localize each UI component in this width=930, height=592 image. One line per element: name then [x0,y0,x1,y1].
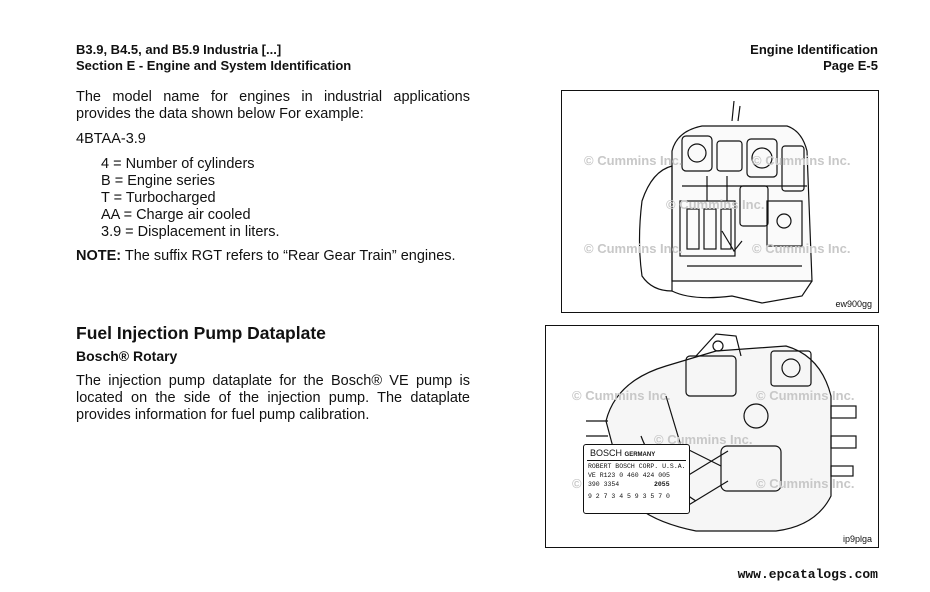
footer-url: www.epcatalogs.com [737,567,878,582]
watermark: © Cummins Inc. [666,197,765,212]
watermark: © Cummins Inc. [752,241,851,256]
note: NOTE: The suffix RGT refers to “Rear Gea… [76,248,470,265]
watermark: © Cummins Inc. [752,153,851,168]
note-text: The suffix RGT refers to “Rear Gear Trai… [121,248,456,264]
engine-figure: © Cummins Inc. © Cummins Inc. © Cummins … [561,90,879,313]
watermark: © Cummins Inc. [572,388,671,403]
list-item: AA = Charge air cooled [101,207,251,223]
injection-pump-figure: © Cummins Inc. © Cummins Inc. © Cummins … [545,325,879,548]
list-item: 4 = Number of cylinders [101,156,255,172]
section-heading: Fuel Injection Pump Dataplate [76,323,326,343]
watermark: © Cummins Inc. [654,432,753,447]
topic-title: Engine Identification [750,42,878,57]
plate-line: ROBERT BOSCH CORP. U.S.A. [588,463,686,470]
model-example: 4BTAA-3.9 [76,131,146,147]
figure-code: ip9plga [842,534,872,544]
plate-line: 2055 [654,481,670,488]
bosch-dataplate: BOSCH GERMANY ROBERT BOSCH CORP. U.S.A. … [583,444,690,514]
plate-brand-name: BOSCH [590,448,623,458]
plate-line: 9 2 7 3 4 5 9 3 5 7 0 [588,493,670,500]
list-item: T = Turbocharged [101,190,216,206]
list-item: B = Engine series [101,173,216,189]
note-label: NOTE: [76,248,122,264]
plate-line: VE R123 0 460 424 005 [588,472,670,479]
engine-illustration [638,100,813,304]
watermark: © Cummins Inc. [756,388,855,403]
list-item: 3.9 = Displacement in liters. [101,224,280,240]
plate-brand: BOSCH GERMANY [590,448,655,458]
page-number: Page E-5 [823,58,878,73]
plate-country: GERMANY [624,452,656,458]
header-left: B3.9, B4.5, and B5.9 Industria [...] Sec… [76,42,351,74]
watermark: © Cummins Inc. [584,153,683,168]
plate-divider [587,460,686,461]
watermark: © Cummins Inc. [584,241,683,256]
document-title: B3.9, B4.5, and B5.9 Industria [...] [76,42,282,57]
section-subheading: Bosch® Rotary [76,348,178,364]
plate-line: 390 3354 [588,481,620,488]
intro-paragraph: The model name for engines in industrial… [76,89,470,122]
watermark: © Cummins Inc. [756,476,855,491]
header-right: Engine Identification Page E-5 [750,42,878,74]
model-code-list: 4 = Number of cylinders B = Engine serie… [101,156,280,241]
pump-paragraph: The injection pump dataplate for the Bos… [76,373,470,423]
figure-code: ew900gg [835,299,872,309]
section-title: Section E - Engine and System Identifica… [76,58,352,73]
